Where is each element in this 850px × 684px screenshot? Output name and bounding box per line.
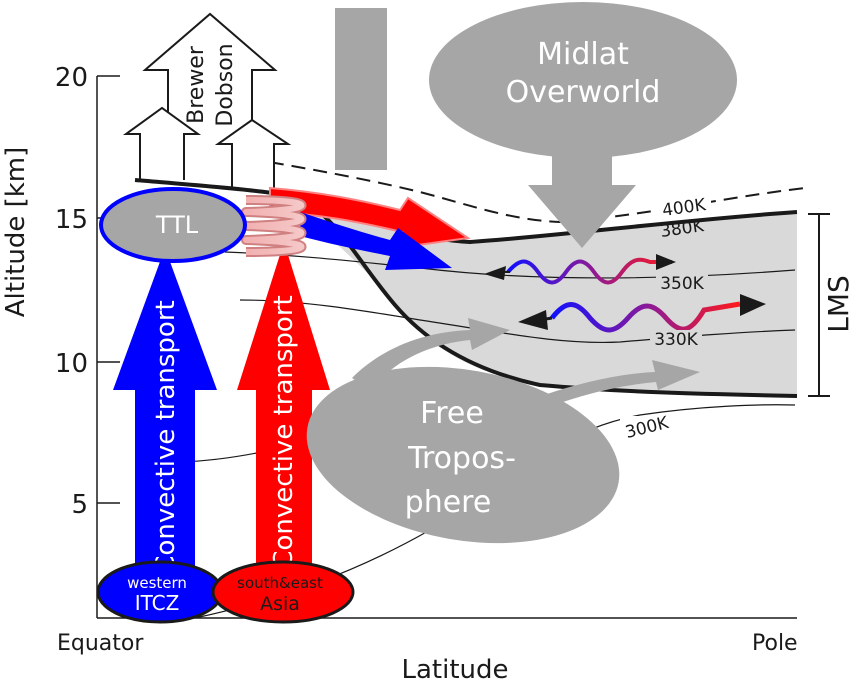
itcz-source: western ITCZ bbox=[96, 560, 224, 624]
wavy-mixing-upper bbox=[484, 254, 676, 285]
x-label-equator: Equator bbox=[57, 631, 144, 656]
free-troposphere-ellipse bbox=[306, 366, 620, 544]
overworld-bar bbox=[335, 8, 387, 170]
isentrope-330k-line bbox=[239, 299, 796, 343]
y-tick-label-10: 10 bbox=[55, 349, 88, 379]
asia-label-2: Asia bbox=[260, 593, 300, 615]
midlat-overworld-ellipse bbox=[429, 2, 737, 158]
conv-blue-label: Convective transport bbox=[151, 300, 181, 573]
lms-region bbox=[135, 180, 797, 396]
ttl-region: TTL bbox=[99, 187, 247, 263]
label-350k: 350K bbox=[660, 274, 704, 294]
itcz-label-2: ITCZ bbox=[135, 591, 180, 615]
y-tick-label-5: 5 bbox=[71, 490, 88, 520]
free-label-2: Tropos- bbox=[407, 441, 516, 476]
y-tick-label-20: 20 bbox=[55, 63, 88, 93]
brewer-dobson-left-arrow bbox=[122, 106, 202, 175]
free-trop-right-arrow bbox=[520, 360, 700, 414]
wavy-mixing-lower bbox=[518, 294, 766, 333]
red-convective-arrow: Convective transport bbox=[237, 242, 330, 590]
ttl-label: TTL bbox=[155, 211, 199, 239]
asia-source: south&east Asia bbox=[211, 560, 355, 624]
x-label-pole: Pole bbox=[752, 631, 798, 656]
x-axis-label: Latitude bbox=[401, 655, 508, 684]
asia-label-1: south&east bbox=[237, 574, 323, 592]
brewer-label: Brewer bbox=[184, 45, 209, 124]
midlat-overworld-group: Midlat Overworld bbox=[429, 2, 737, 248]
blue-convective-arrow: Convective transport bbox=[113, 248, 217, 590]
label-330k: 330K bbox=[654, 330, 698, 350]
lms-bracket bbox=[808, 213, 830, 397]
brewer-dobson-right-arrow bbox=[214, 118, 292, 190]
y-tick-label-15: 15 bbox=[55, 205, 88, 235]
free-label-1: Free bbox=[420, 396, 484, 431]
tropopause-lower-line bbox=[318, 210, 798, 398]
brewer-dobson-arrows bbox=[122, 12, 292, 190]
red-horizontal-arrow bbox=[269, 186, 471, 250]
blue-horizontal-arrow bbox=[300, 212, 452, 270]
y-axis-label: Altitude [km] bbox=[1, 147, 31, 318]
midlat-downward-arrow bbox=[528, 140, 636, 248]
brewer-dobson-dashes bbox=[139, 140, 275, 190]
midlat-label-1: Midlat bbox=[537, 37, 629, 72]
free-trop-upper-arrow bbox=[352, 318, 510, 390]
free-label-3: phere bbox=[405, 485, 492, 520]
conv-red-label: Convective transport bbox=[269, 295, 299, 568]
midlat-label-2: Overworld bbox=[506, 75, 661, 110]
dobson-label: Dobson bbox=[213, 43, 238, 126]
itcz-label-1: western bbox=[127, 574, 187, 592]
free-troposphere-group: Free Tropos- phere bbox=[306, 318, 700, 544]
lms-label: LMS bbox=[822, 275, 850, 333]
